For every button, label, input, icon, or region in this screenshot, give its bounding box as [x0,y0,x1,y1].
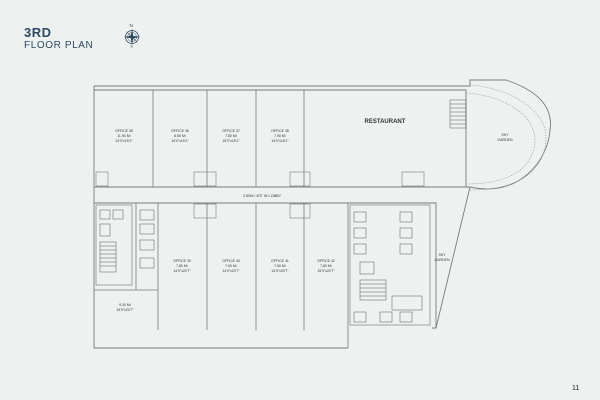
office-35-name: OFFICE 35 [115,129,133,133]
restaurant-label: RESTAURANT [365,119,406,125]
office-35-area: 11.90 M² [117,134,131,138]
office-37-area: 7.80 M² [225,134,238,138]
sky-garden-curve [465,84,547,191]
sky-garden-2-line2: GARDEN [435,258,450,262]
office-42-area: 7.80 M² [320,264,333,268]
floor-title: 3RD [24,25,52,40]
office-40-dims: 14'0"x20'7" [222,269,240,273]
sky-garden-1-line1: SKY [501,133,509,137]
office-42-dims: 15'3"x20'7" [317,269,335,273]
floor-subtitle: FLOOR PLAN [24,40,94,51]
left-core [95,204,155,286]
compass-north-label: N [130,23,133,28]
bottom-offices: OFFICE 39 7.80 M² 14'9"x20'7" OFFICE 40 … [116,259,335,312]
office-37-dims: 15'0"x15'1" [222,139,240,143]
washroom-blocks [95,171,425,219]
bottom-left-dims: 19'0"x20'7" [116,308,134,312]
office-39-area: 7.80 M² [176,264,189,268]
office-41-name: OFFICE 41 [271,259,289,263]
lobby-label: 2.50M / 8'3" W LOBBY [243,194,282,198]
top-office-walls [152,90,305,187]
office-38-dims: 14'9"x15'1" [271,139,289,143]
outer-walls [93,79,551,349]
office-40-area: 7.60 M² [225,264,238,268]
right-core [349,204,431,326]
office-40-name: OFFICE 40 [222,259,240,263]
office-41-dims: 14'9"x20'7" [271,269,289,273]
top-offices: OFFICE 35 11.90 M² 24'3"x15'1" OFFICE 36… [115,129,289,143]
compass-icon: N S [123,23,141,49]
office-41-area: 7.60 M² [274,264,287,268]
bottom-left-area: 9.30 M² [119,303,132,307]
office-42-name: OFFICE 42 [317,259,335,263]
compass-south-label: S [131,45,134,49]
office-38-area: 7.90 M² [274,134,287,138]
page-number: 11 [572,385,580,392]
office-37-name: OFFICE 37 [222,129,240,133]
bottom-office-walls [94,203,349,348]
office-39-name: OFFICE 39 [173,259,191,263]
sky-garden-2-line1: SKY [438,253,446,257]
staircase-top [449,99,467,129]
office-35-dims: 24'3"x15'1" [115,139,133,143]
office-38-name: OFFICE 38 [271,129,289,133]
office-36-area: 8.50 M² [174,134,187,138]
office-39-dims: 14'9"x20'7" [173,269,191,273]
title-block: 3RD FLOOR PLAN [24,26,93,52]
sky-garden-1-line2: GARDEN [498,138,513,142]
office-36-name: OFFICE 36 [171,129,189,133]
office-36-dims: 16'0"x15'1" [171,139,189,143]
